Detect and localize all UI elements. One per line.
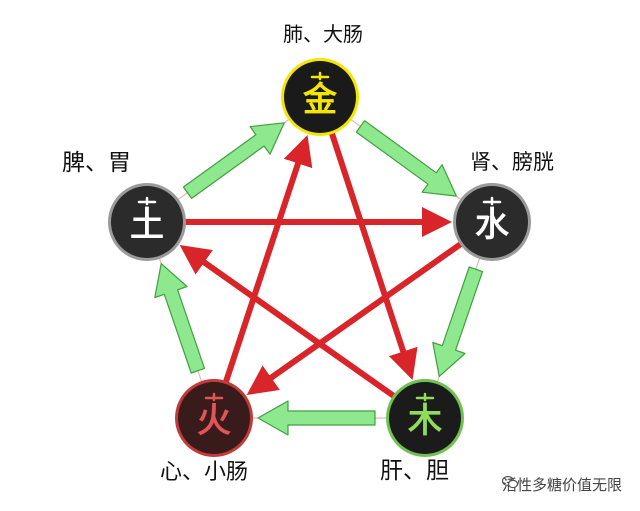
arrow-earth-to-metal [182,122,285,199]
arrow-wood-controls-earth [179,245,396,399]
node-disc-water [456,186,528,258]
node-disc-wood [389,382,461,454]
node-char-metal: 金 [302,80,338,120]
watermark-text: 活性多糖价值无限 [501,476,622,494]
node-char-water: 水 [475,205,510,245]
node-earth: 土 [108,183,186,261]
node-char-fire: 火 [197,401,231,441]
label-fire-organs: 心、小肠 [160,460,249,485]
arrow-water-to-wood [432,266,484,377]
element-nodes: 金水木 火 土 [108,58,531,457]
arrow-wood-to-fire [257,400,376,436]
node-fire: 火 [175,379,253,457]
node-emblem-icon-fire [204,392,224,402]
node-disc-earth [111,186,183,258]
label-water-organs: 肾、膀胱 [470,150,554,174]
label-wood-organs: 肝、胆 [380,458,449,484]
node-emblem-icon-metal [310,71,330,81]
node-char-earth: 土 [130,205,164,245]
label-earth-organs: 脾、胃 [62,150,131,176]
arrow-fire-to-earth [154,263,206,374]
controlling-cycle-arrows [179,132,463,399]
arrow-metal-to-water [355,120,457,197]
arrow-metal-controls-wood [328,132,418,381]
node-emblem-icon-water [482,196,502,206]
label-metal-organs: 肺、大肠 [283,22,363,46]
node-wood: 木 [386,379,464,457]
wechat-icon [501,475,518,489]
node-disc-metal [284,61,356,133]
generating-cycle-arrows [154,120,484,436]
node-disc-fire [178,382,250,454]
node-char-wood: 木 [407,401,442,441]
arrow-water-controls-fire [246,241,463,395]
node-emblem-icon-wood [415,392,435,402]
node-emblem-icon-earth [137,196,157,206]
watermark: 活性多糖价值无限 [501,474,622,495]
arrow-fire-controls-metal [223,135,313,383]
node-metal: 金 [281,58,359,136]
node-water: 水 [453,183,531,261]
